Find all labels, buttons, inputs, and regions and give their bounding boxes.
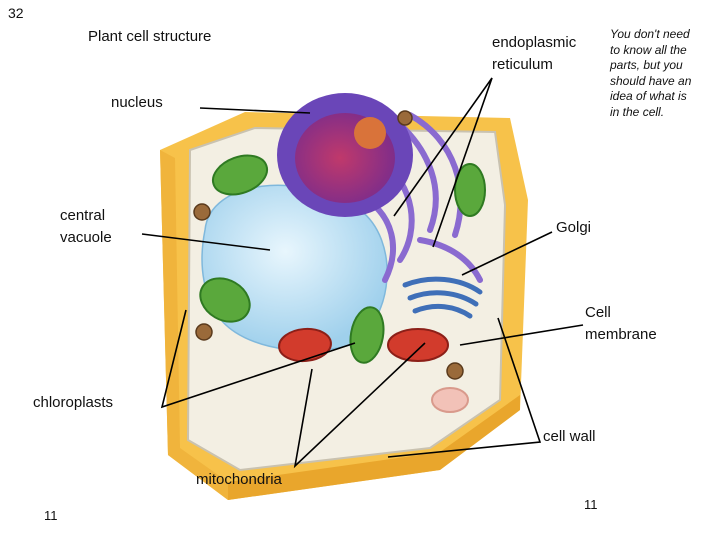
leader-lines xyxy=(141,77,584,469)
label-chloroplasts: chloroplasts xyxy=(33,394,114,411)
mitochondria xyxy=(278,327,449,363)
vesicles xyxy=(193,110,464,380)
page-number-left: 11 xyxy=(44,508,58,523)
nucleolus xyxy=(354,117,386,149)
leader-line-vacuole xyxy=(141,233,271,251)
label-cell-wall: cell wall xyxy=(543,428,596,445)
label-endoplasmic-reticulum: endoplasmic reticulum xyxy=(492,34,577,73)
page-number-right: 11 xyxy=(584,497,598,512)
golgi-apparatus xyxy=(402,276,483,319)
label-mitochondria: mitochondria xyxy=(196,471,282,488)
chloroplasts xyxy=(199,154,486,413)
leader-line-membrane xyxy=(459,324,584,346)
leader-line-mitochondria xyxy=(293,342,426,469)
leader-line-nucleus xyxy=(199,107,311,114)
leader-line-cell-wall xyxy=(387,317,542,458)
label-cell-membrane: Cell membrane xyxy=(585,304,657,343)
label-golgi: Golgi xyxy=(556,219,592,236)
slide-number: 32 xyxy=(8,5,24,21)
nucleus xyxy=(277,93,413,217)
label-nucleus: nucleus xyxy=(111,94,163,111)
leader-line-er xyxy=(393,77,493,248)
side-note: You don't need to know all the parts, bu… xyxy=(610,27,692,119)
leader-line-chloroplasts xyxy=(160,309,356,409)
label-central-vacuole: central vacuole xyxy=(60,207,112,246)
leader-line-golgi xyxy=(461,231,553,276)
page-title: Plant cell structure xyxy=(88,28,212,45)
